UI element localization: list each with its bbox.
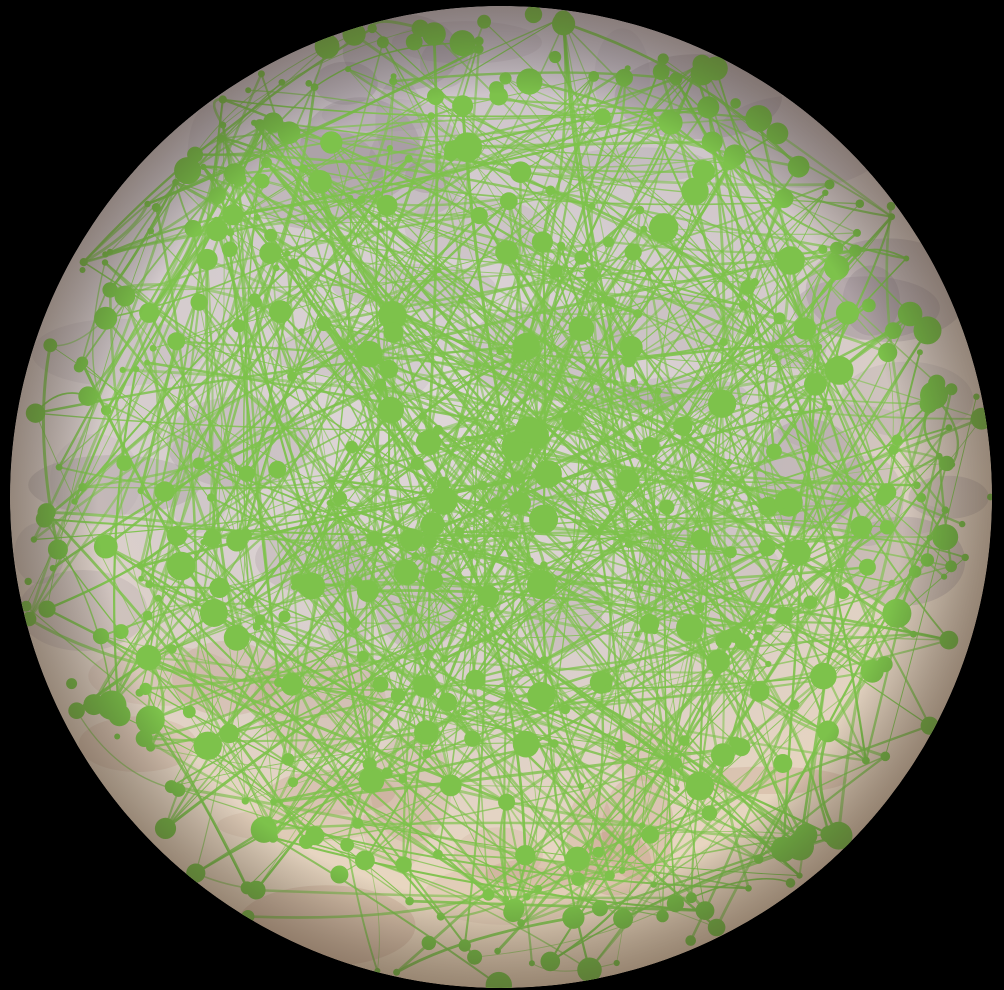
moon-sphere: [10, 6, 992, 988]
